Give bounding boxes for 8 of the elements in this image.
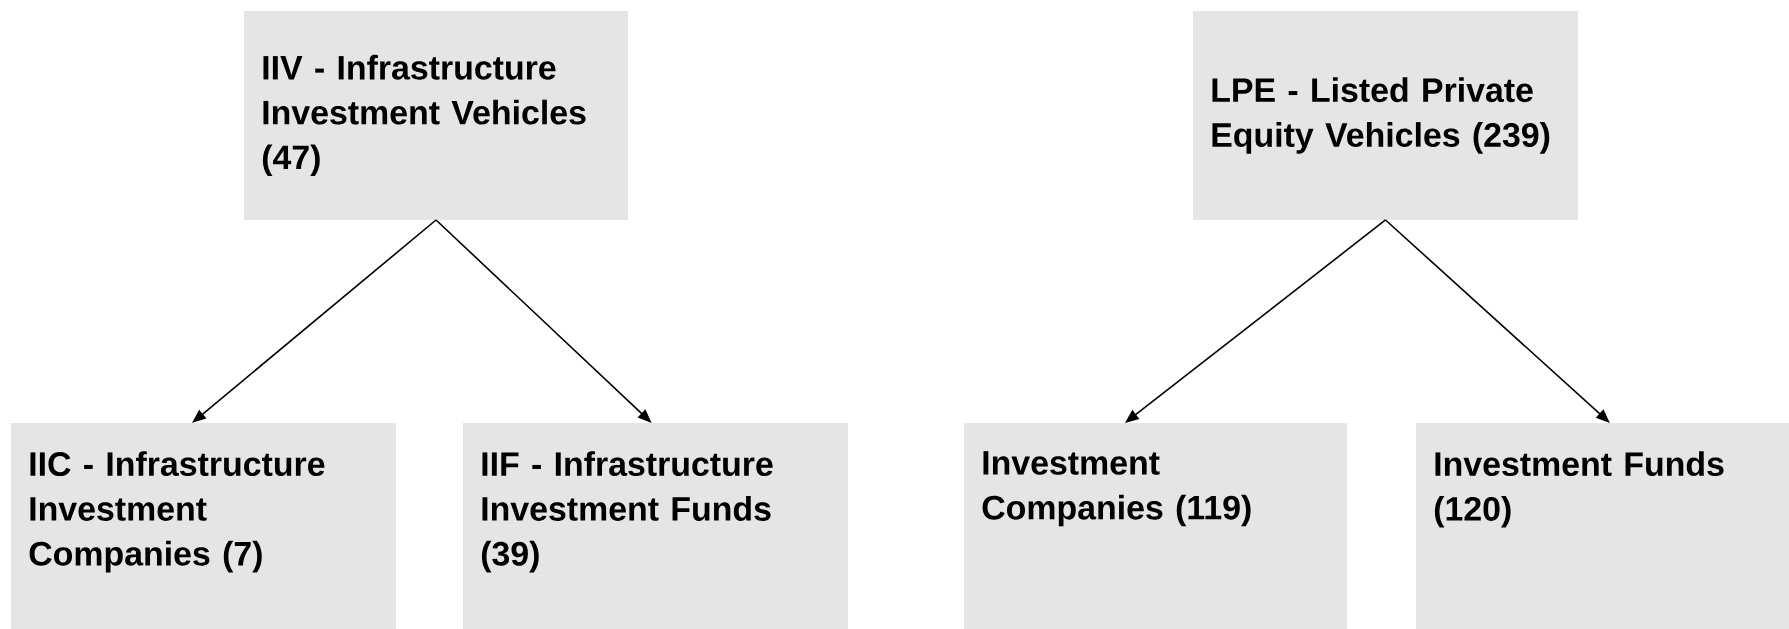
category-box: IIC - Infrastructure Investment Companies (7) bbox=[11, 423, 396, 629]
arrow bbox=[192, 219, 437, 423]
category-box: LPE - Listed Private Equity Vehicles (239) bbox=[1193, 11, 1578, 220]
category-box: IIF - Infrastructure Investment Funds (39) bbox=[463, 423, 848, 629]
category-box: IIV - Infrastructure Investment Vehicles (47) bbox=[244, 11, 628, 220]
category-box: Investment Funds (120) bbox=[1416, 423, 1789, 629]
category-box: Investment Companies (119) bbox=[964, 423, 1347, 629]
arrow bbox=[1384, 219, 1610, 423]
